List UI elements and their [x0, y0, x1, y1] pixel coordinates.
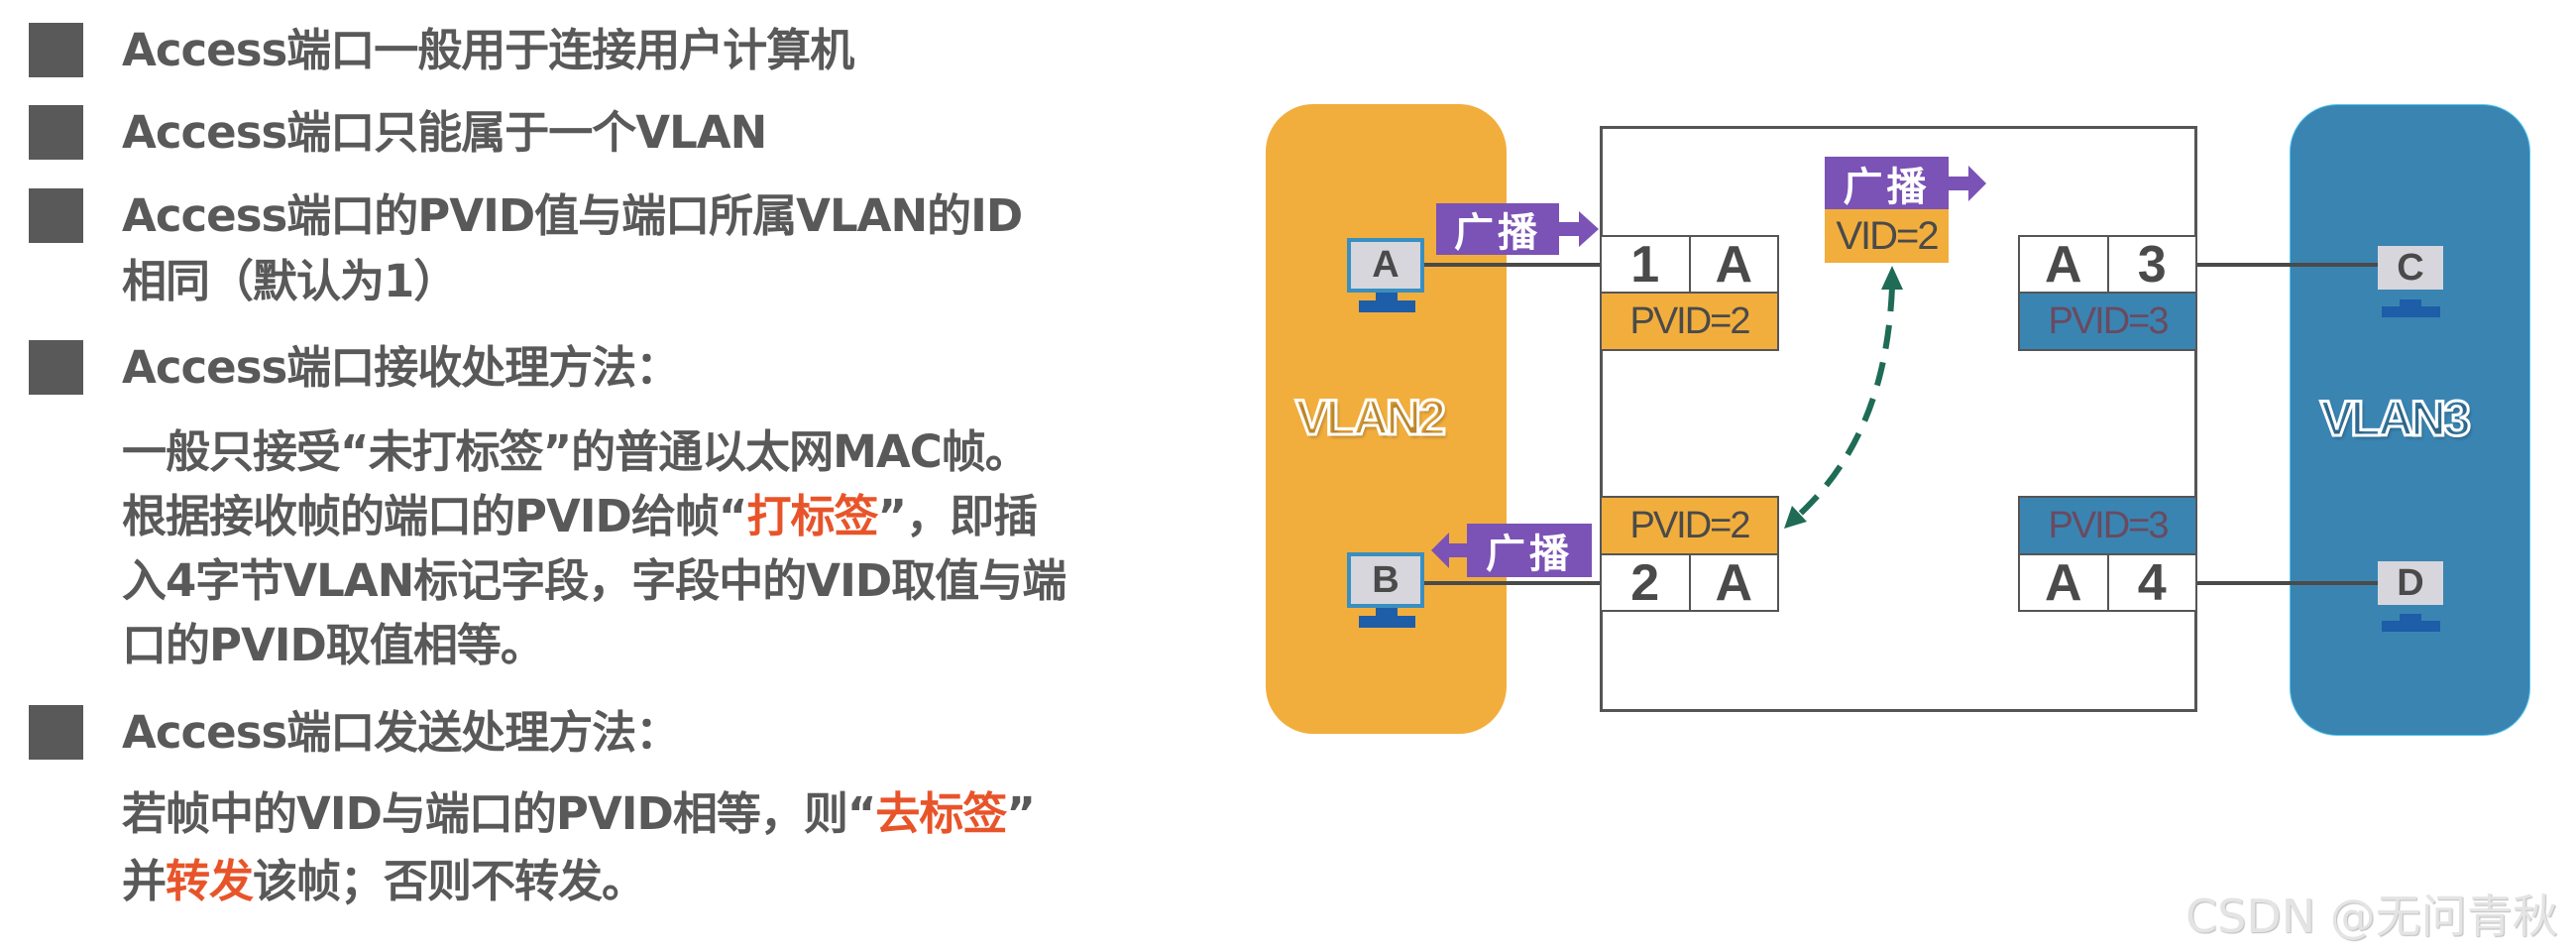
broadcast-label: 广播	[1825, 157, 1949, 210]
bullet-square-icon	[29, 105, 83, 160]
receive-detail-line-2: 根据接收帧的端口的PVID给帧“打标签”，即插	[122, 487, 1039, 546]
monitor-stand	[1359, 616, 1415, 628]
monitor-stand	[2382, 621, 2440, 632]
link-port3-c	[2197, 263, 2378, 267]
text-segment: 该帧；否则不转发。	[253, 855, 646, 907]
port-number: 4	[2106, 554, 2196, 612]
highlight-forward: 转发	[166, 855, 254, 907]
port-pvid: PVID=3	[2018, 496, 2197, 555]
monitor-icon: A	[1347, 238, 1424, 293]
port-pvid: PVID=2	[1600, 496, 1779, 555]
text-segment: 并	[122, 855, 167, 907]
vid-tag: VID=2	[1825, 209, 1949, 263]
monitor-neck	[1376, 608, 1398, 616]
bullet-square-icon	[29, 188, 83, 243]
dashed-curve	[1793, 287, 1895, 521]
bullet-2-text: Access端口只能属于一个VLAN	[122, 106, 767, 159]
monitor-neck	[2400, 299, 2421, 307]
bullet-square-icon	[29, 705, 83, 760]
text-segment: ”	[1006, 787, 1036, 840]
monitor-icon: C	[2378, 246, 2443, 290]
port-number: 1	[1630, 235, 1660, 294]
arrowhead-down-left-icon	[1784, 506, 1807, 529]
arrow-right-icon	[1559, 211, 1599, 247]
link-a-port1	[1424, 263, 1600, 267]
watermark: CSDN @无问青秋	[2185, 890, 2558, 943]
monitor-stand	[2382, 306, 2440, 317]
text-segment: 根据接收帧的端口的PVID给帧“	[122, 490, 747, 542]
link-b-port2	[1424, 581, 1600, 585]
bullet-3-text-cont: 相同（默认为1）	[122, 255, 458, 307]
text-segment: ”，即插	[877, 490, 1039, 542]
bullet-square-icon	[29, 23, 83, 77]
receive-detail-line-3: 入4字节VLAN标记字段，字段中的VID取值与端	[122, 554, 1066, 607]
monitor-neck	[1376, 293, 1398, 300]
port-type: A	[1688, 554, 1778, 612]
monitor-stand	[1359, 300, 1415, 312]
arrowhead-up-icon	[1881, 266, 1903, 290]
bullet-1-text: Access端口一般用于连接用户计算机	[122, 24, 854, 76]
bullet-3-text: Access端口的PVID值与端口所属VLAN的ID	[122, 189, 1023, 242]
monitor-neck	[2400, 614, 2421, 622]
send-detail-line-1: 若帧中的VID与端口的PVID相等，则“去标签”	[122, 784, 1036, 844]
monitor-icon: B	[1347, 552, 1424, 608]
bullet-square-icon	[29, 340, 83, 395]
highlight-untag: 去标签	[875, 787, 1007, 840]
broadcast-label: 广播	[1436, 203, 1559, 256]
link-port4-d	[2197, 581, 2378, 585]
bullet-4-text: Access端口接收处理方法：	[122, 341, 680, 394]
highlight-tagging: 打标签	[746, 490, 878, 542]
port-type: A	[2044, 235, 2082, 294]
bullet-5-text: Access端口发送处理方法：	[122, 706, 680, 759]
monitor-icon: D	[2378, 561, 2443, 605]
receive-detail-line-1: 一般只接受“未打标签”的普通以太网MAC帧。	[122, 425, 1030, 478]
send-detail-line-2: 并转发该帧；否则不转发。	[122, 852, 646, 911]
broadcast-label: 广播	[1467, 524, 1592, 577]
port-number: 3	[2106, 236, 2196, 294]
port-type: A	[1688, 236, 1778, 294]
text-segment: 若帧中的VID与端口的PVID相等，则“	[122, 787, 876, 840]
port-type: A	[2044, 553, 2082, 612]
arrow-left-icon	[1431, 533, 1469, 568]
port-number: 2	[1630, 553, 1660, 612]
port-pvid: PVID=3	[2018, 292, 2197, 351]
vlan2-label: VLAN2	[1294, 389, 1448, 447]
receive-detail-line-4: 口的PVID取值相等。	[122, 619, 545, 671]
vlan3-label: VLAN3	[2319, 390, 2473, 448]
arrow-right-icon	[1949, 166, 1986, 201]
port-pvid: PVID=2	[1600, 292, 1779, 351]
